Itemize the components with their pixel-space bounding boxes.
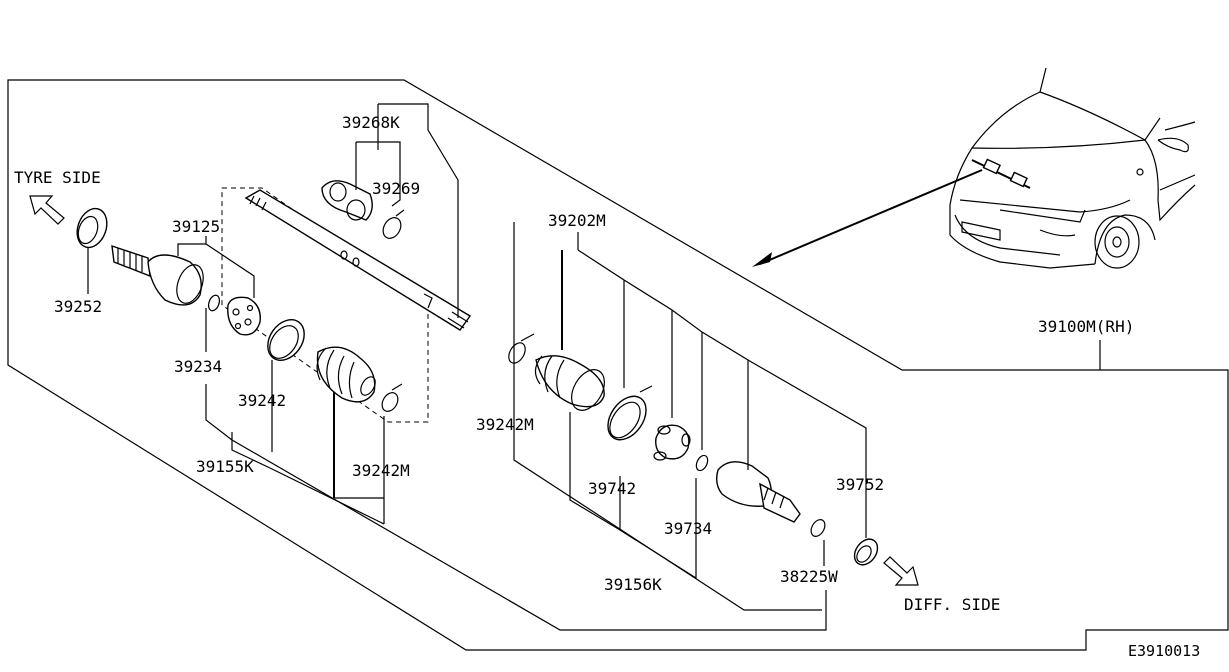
part-39734-snap-ring [695,454,709,472]
part-39742-band [607,385,653,441]
label-39156k: 39156K [604,575,662,594]
part-39242m-clip-left [381,383,403,412]
label-39155k: 39155K [196,457,254,476]
part-39242-band [267,319,305,361]
label-39752: 39752 [836,475,884,494]
label-39742: 39742 [588,479,636,498]
car-outline-icon [949,67,1196,269]
label-39234: 39234 [174,357,222,376]
label-39242: 39242 [238,391,286,410]
part-39269-clip [382,209,405,239]
shaft-dashed-box [221,187,429,423]
part-outer-boot [316,346,376,403]
label-assembly-39100m-rh: 39100M(RH) [1038,317,1134,336]
part-outer-cv-joint [111,244,204,306]
part-drive-shaft [244,189,472,331]
location-arrow-head [752,252,772,267]
arrow-down-right-icon [883,556,919,586]
part-39268k-damper [321,180,373,221]
label-39268k: 39268K [342,113,400,132]
label-39252: 39252 [54,297,102,316]
label-39734: 39734 [664,519,712,538]
label-39269: 39269 [372,179,420,198]
part-tripod-joint [653,424,691,461]
part-38225w-clip [810,519,826,537]
part-bearing-cage [227,296,261,336]
label-39242m-right: 39242M [476,415,534,434]
label-38225w: 38225W [780,567,838,586]
drawing-code: E3910013 [1128,642,1200,660]
label-39242m-left: 39242M [352,461,410,480]
part-39752-ring [853,538,879,566]
label-39202m: 39202M [548,211,606,230]
part-inner-housing [715,461,801,523]
assembly-frame [7,79,1229,651]
leader-lines [177,103,867,631]
location-arrow [759,169,983,265]
part-inner-boot [534,355,605,411]
arrow-up-left-icon [29,195,65,225]
part-39252-ring [76,207,108,249]
diff-side-label: DIFF. SIDE [904,595,1000,614]
tyre-side-label: TYRE SIDE [14,168,101,187]
label-39125: 39125 [172,217,220,236]
part-39234-clip [207,294,221,312]
part-39242m-clip-right [508,333,535,364]
